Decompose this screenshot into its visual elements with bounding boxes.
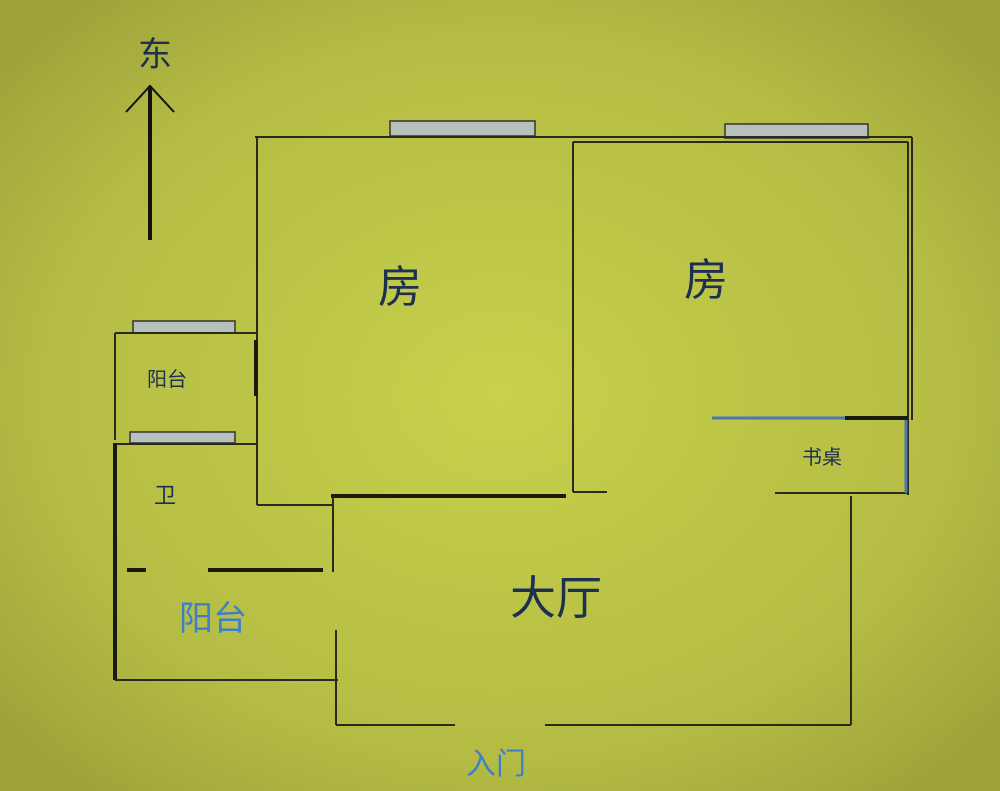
walls xyxy=(113,136,913,726)
compass-label: 东 xyxy=(138,35,172,75)
room-label-bedroom-left: 房 xyxy=(378,262,422,313)
room-label-balcony-lower: 阳台 xyxy=(179,599,247,639)
compass-arrow-icon xyxy=(125,84,175,240)
entrance-label: 入门 xyxy=(466,747,526,782)
room-label-bedroom-right: 房 xyxy=(684,255,728,306)
room-label-living-room: 大厅 xyxy=(510,571,602,625)
window-bathroom xyxy=(129,431,236,444)
room-label-balcony-upper: 阳台 xyxy=(147,367,187,391)
window-balcony xyxy=(132,320,236,334)
window-top-right xyxy=(724,123,869,139)
room-label-bathroom: 卫 xyxy=(154,484,176,509)
room-label-desk: 书桌 xyxy=(802,445,842,469)
window-top-left xyxy=(389,120,536,137)
